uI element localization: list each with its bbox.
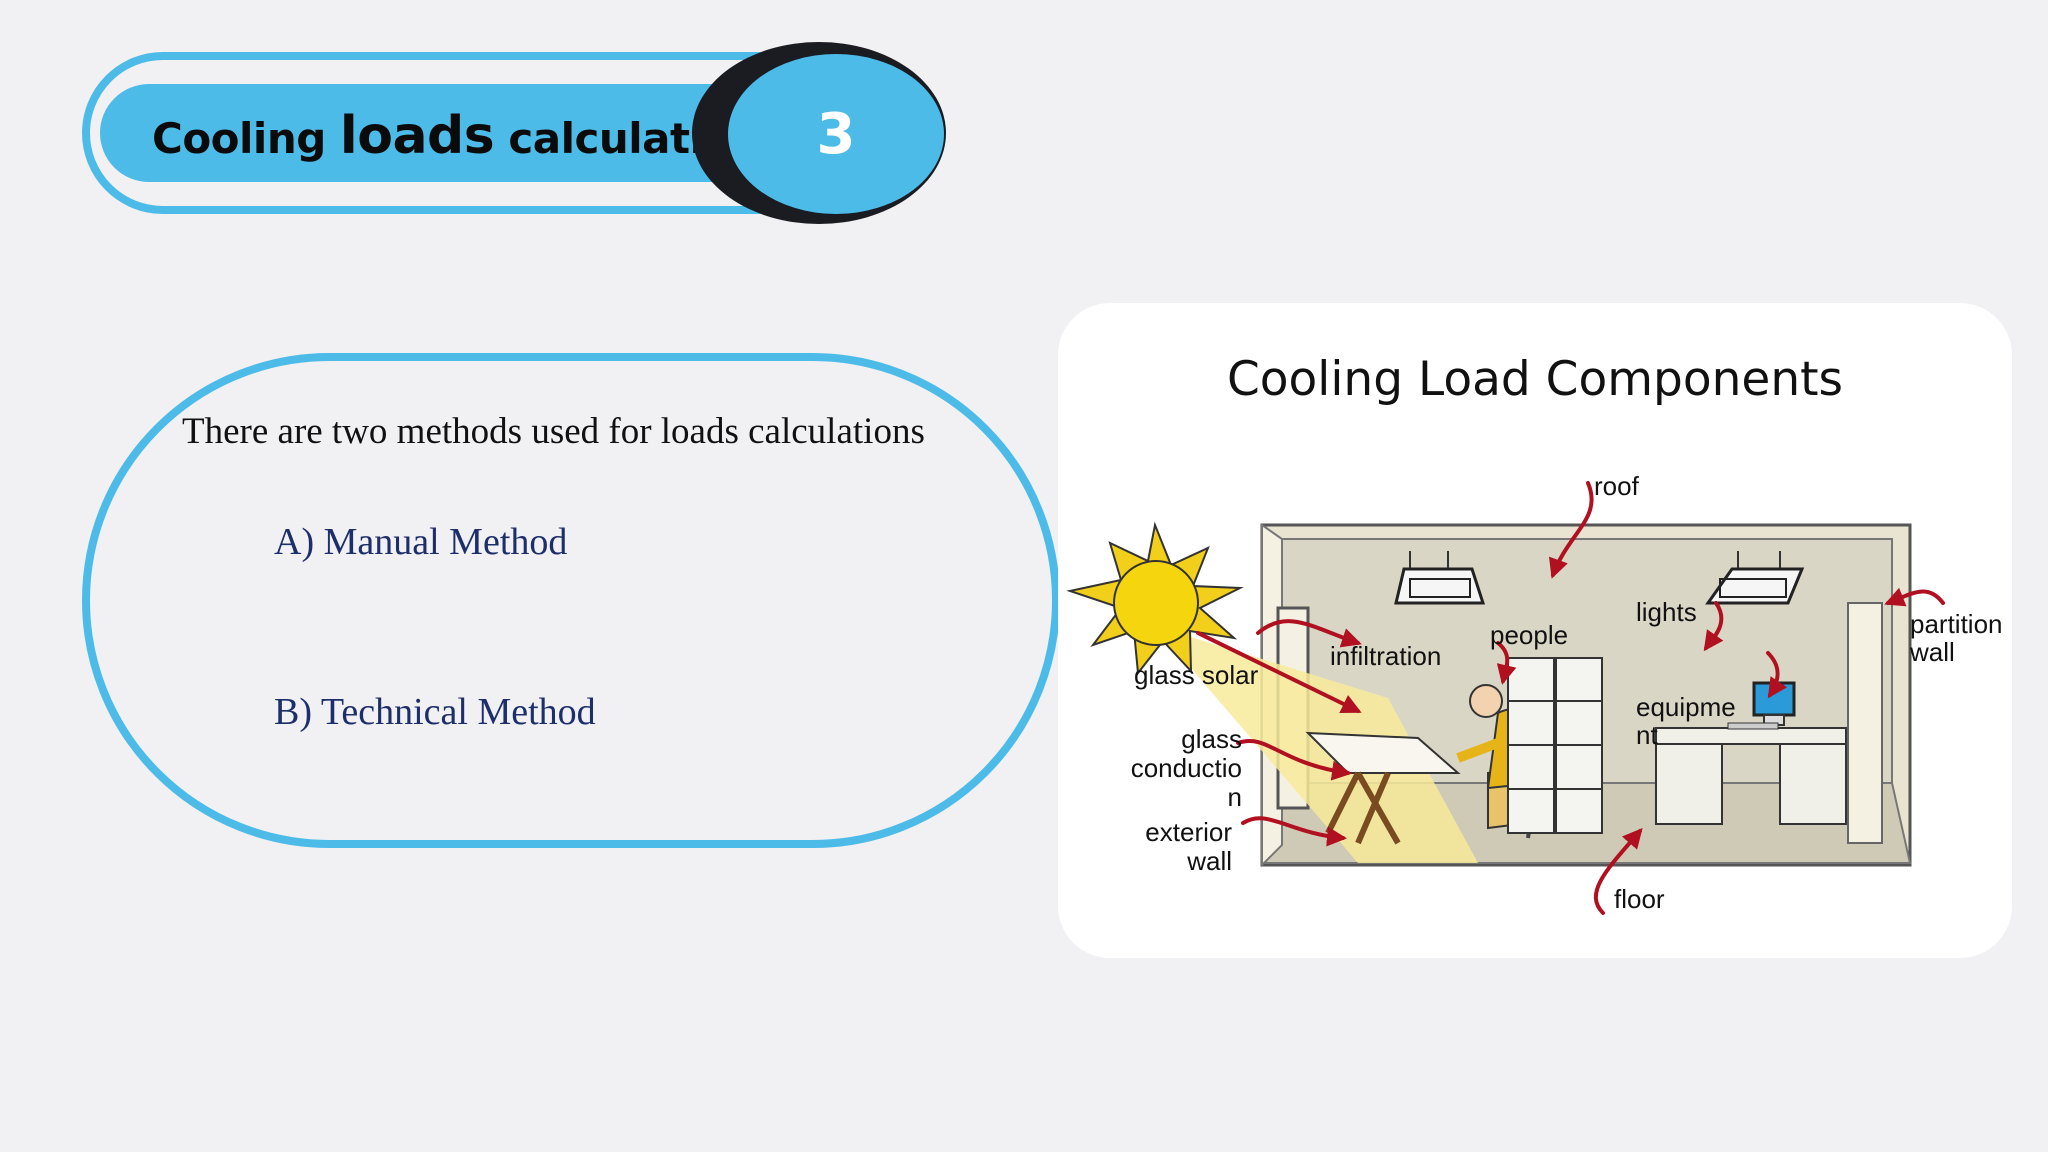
- arrow-infiltration: [1256, 619, 1362, 648]
- filing-cabinet-icon: [1507, 657, 1603, 834]
- method-item-manual: A) Manual Method: [274, 521, 568, 563]
- label-roof: roof: [1594, 471, 1640, 501]
- label-exterior-wall-1: exterior: [1145, 817, 1232, 847]
- label-equipment-1: equipme: [1636, 692, 1736, 722]
- arrow-exterior-wall: [1241, 816, 1347, 847]
- label-exterior-wall-2: wall: [1186, 846, 1232, 876]
- sun-icon: [1066, 521, 1244, 676]
- arrow-glass-solar: [1196, 631, 1362, 713]
- label-glass-solar: glass solar: [1134, 660, 1259, 690]
- desk-computer-icon: [1655, 681, 1847, 825]
- arrow-partition: [1884, 587, 1945, 607]
- arrow-glass-conduction: [1236, 739, 1352, 781]
- methods-panel: [82, 353, 1060, 848]
- ceiling-light-right-icon: [1705, 551, 1805, 605]
- section-number: 3: [816, 101, 856, 167]
- methods-intro-text: There are two methods used for loads cal…: [182, 411, 925, 452]
- arrow-people: [1496, 641, 1517, 685]
- label-glass-conduction-1: glass: [1181, 724, 1242, 754]
- cooling-load-diagram: roof lights partition wall people infilt…: [1066, 471, 2003, 915]
- diagram-title: Cooling Load Components: [1226, 352, 1844, 407]
- label-infiltration: infiltration: [1330, 641, 1441, 671]
- arrow-roof: [1548, 481, 1594, 579]
- label-equipment-2: nt: [1636, 720, 1658, 750]
- label-partition-2: wall: [1909, 637, 1955, 667]
- arrow-equipment: [1766, 651, 1788, 699]
- partition-door: [1847, 602, 1883, 844]
- section-number-badge: 3: [728, 54, 944, 214]
- label-partition-1: partition: [1910, 609, 2003, 639]
- slide-title: Cooling loads calculation: [152, 106, 762, 166]
- arrow-floor: [1593, 827, 1643, 915]
- label-floor: floor: [1614, 884, 1665, 914]
- label-glass-conduction-2: conductio: [1131, 753, 1242, 783]
- label-lights: lights: [1636, 597, 1697, 627]
- ceiling-light-left-icon: [1394, 551, 1486, 605]
- label-people: people: [1490, 620, 1568, 650]
- method-item-technical: B) Technical Method: [274, 691, 596, 733]
- label-glass-conduction-3: n: [1228, 782, 1242, 812]
- arrow-lights: [1703, 601, 1724, 652]
